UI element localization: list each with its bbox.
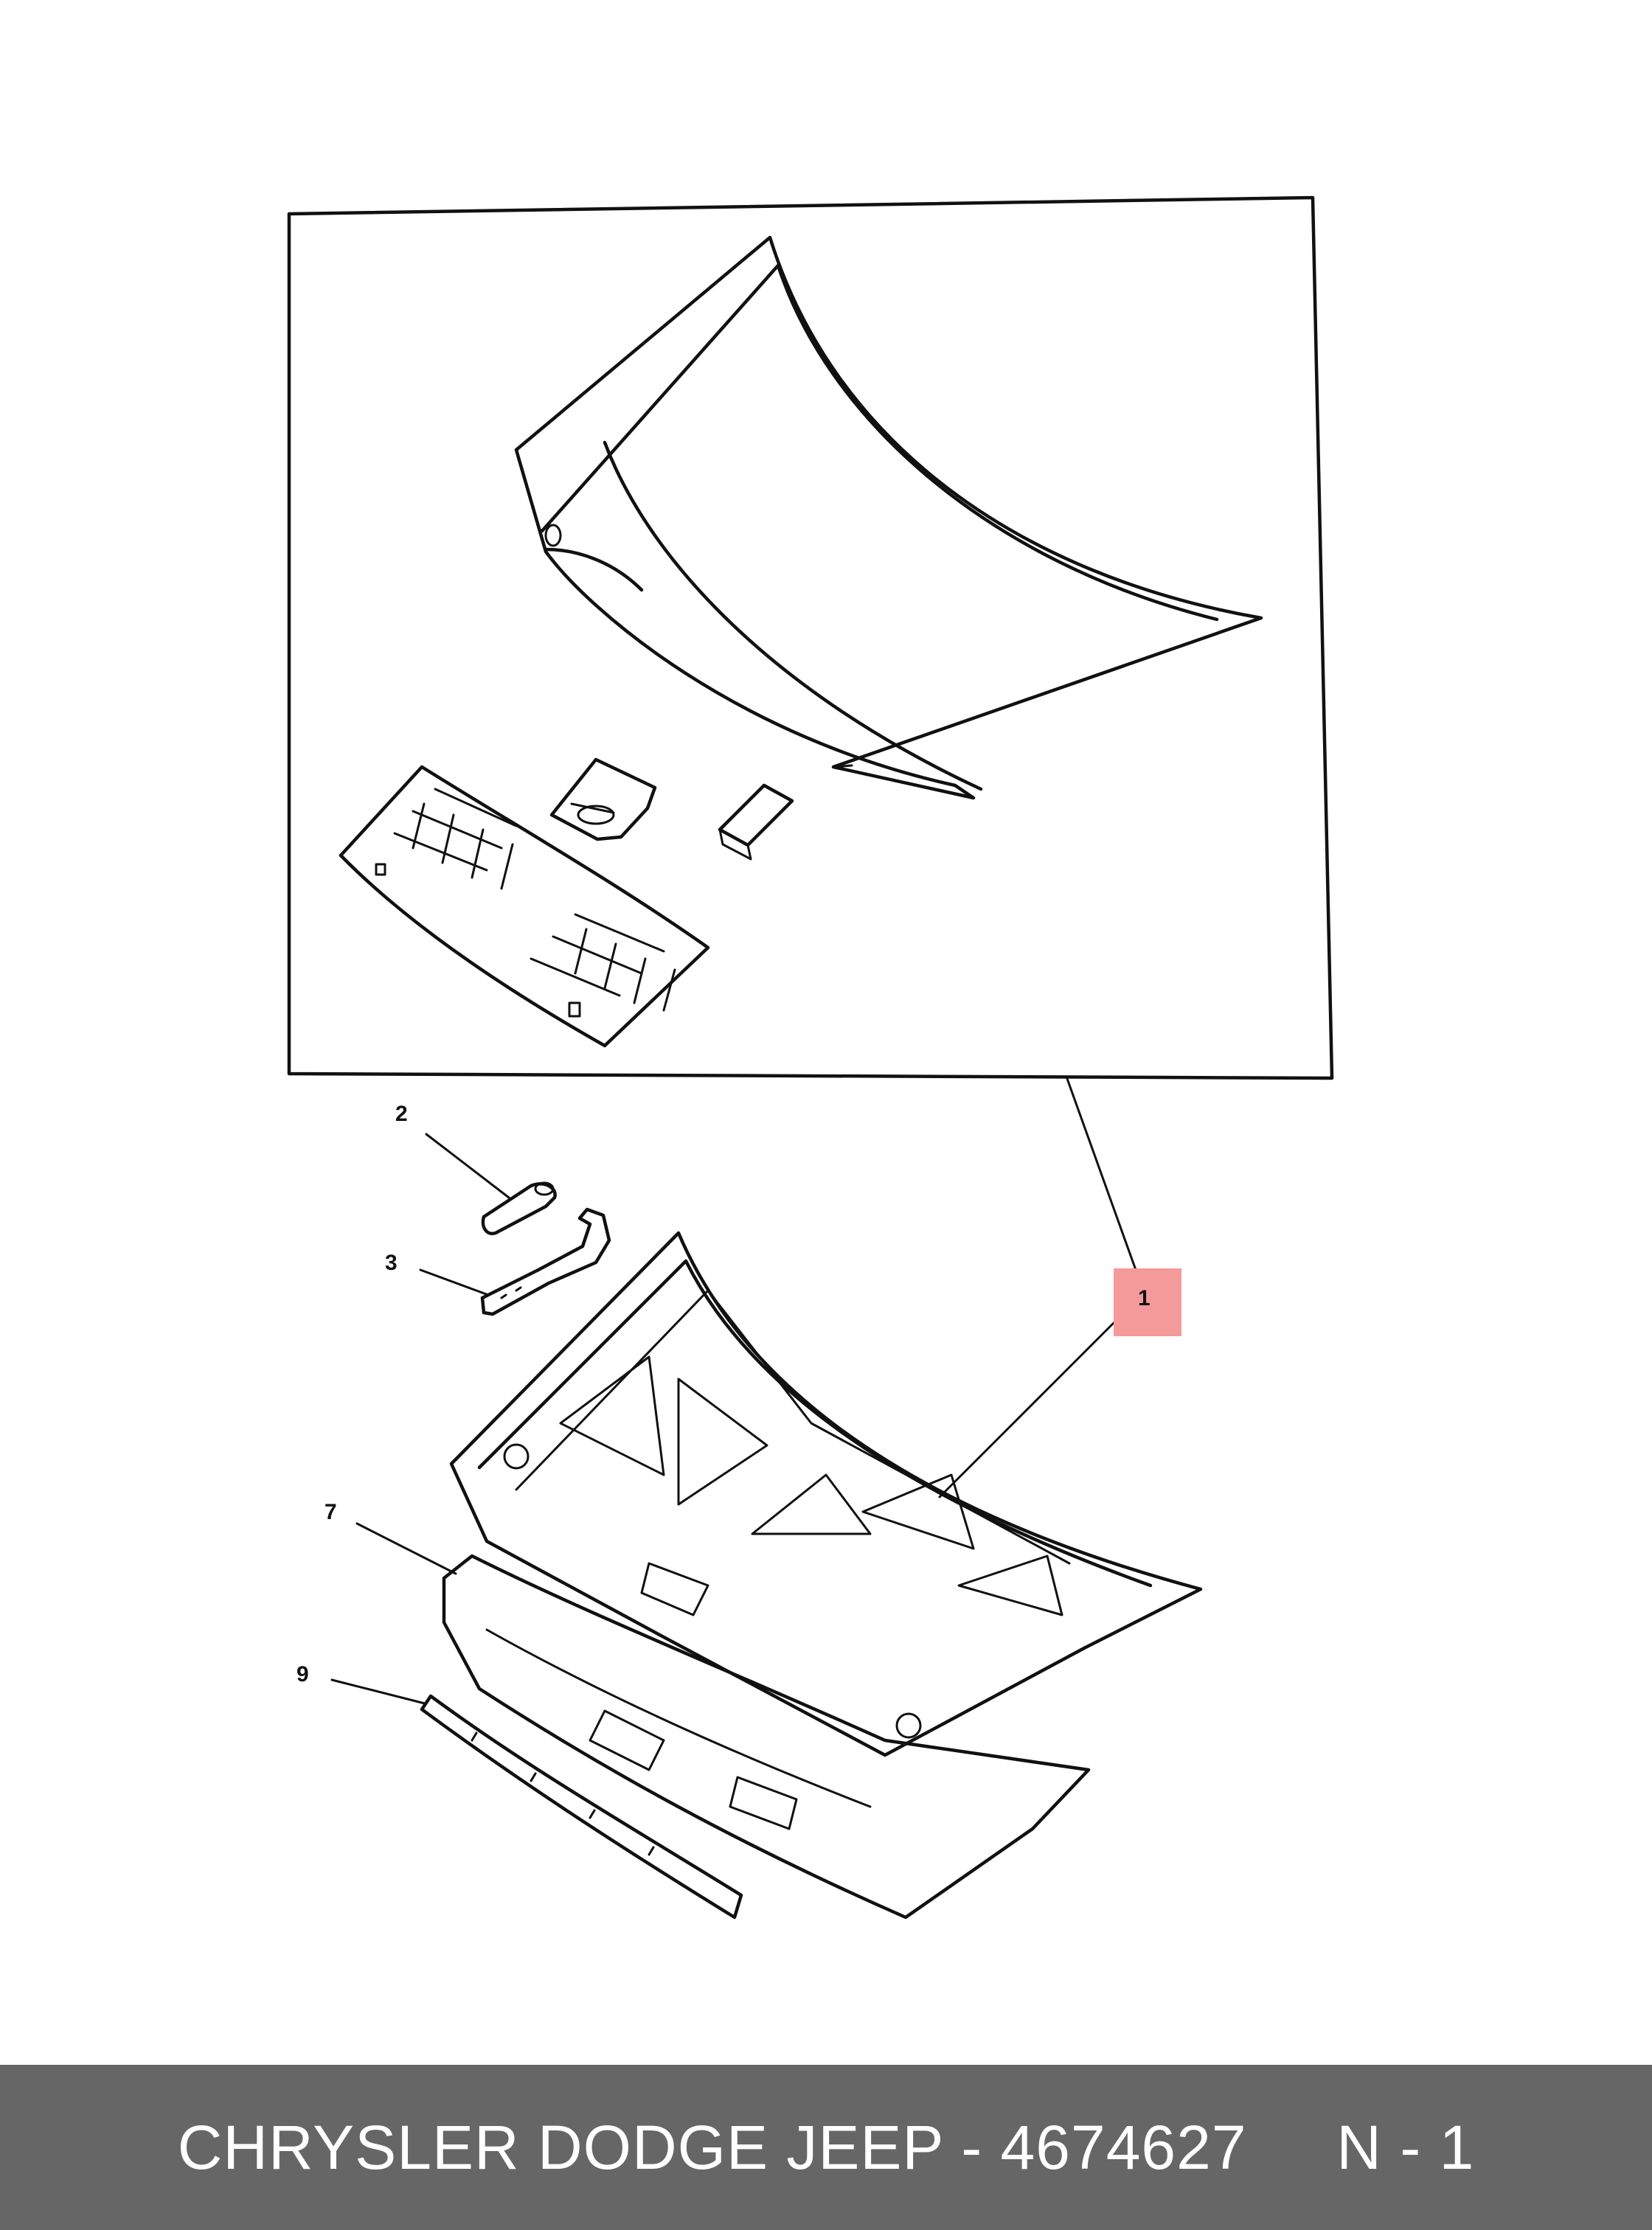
leader-line-9 bbox=[330, 1678, 426, 1705]
callout-7: 7 bbox=[324, 1500, 337, 1524]
leader-line-1 bbox=[938, 1314, 1122, 1498]
callout-1: 1 bbox=[1138, 1286, 1150, 1310]
callout-1-highlight bbox=[1114, 1268, 1181, 1336]
inset-insulator-pad bbox=[339, 765, 710, 1048]
leader-line-3 bbox=[419, 1268, 490, 1296]
part-number-caption: CHRYSLER DODGE JEEP - 4674627 N - 1 bbox=[177, 2112, 1475, 2182]
weatherstrip-seal bbox=[420, 1694, 743, 1920]
leader-line-7 bbox=[355, 1522, 457, 1575]
footer-bar: CHRYSLER DODGE JEEP - 4674627 N - 1 bbox=[0, 2065, 1652, 2230]
hood-inner-structure bbox=[449, 1231, 1203, 1757]
inset-bumper-block bbox=[718, 783, 794, 861]
detail-inset-frame bbox=[287, 195, 1334, 1080]
hood-parts-diagram: 1 2 3 7 9 bbox=[287, 195, 1334, 1920]
hood-hinge-bracket bbox=[480, 1207, 611, 1316]
inset-latch-bracket bbox=[549, 757, 657, 841]
cowl-panel bbox=[442, 1554, 1091, 1920]
prop-rod-clip bbox=[481, 1181, 557, 1236]
leader-line-2 bbox=[425, 1133, 510, 1199]
inset-leader-line bbox=[1065, 1075, 1137, 1271]
callout-3: 3 bbox=[385, 1251, 398, 1275]
callout-9: 9 bbox=[296, 1662, 309, 1687]
hood-outer-panel bbox=[514, 235, 1263, 800]
callout-2: 2 bbox=[395, 1102, 408, 1126]
